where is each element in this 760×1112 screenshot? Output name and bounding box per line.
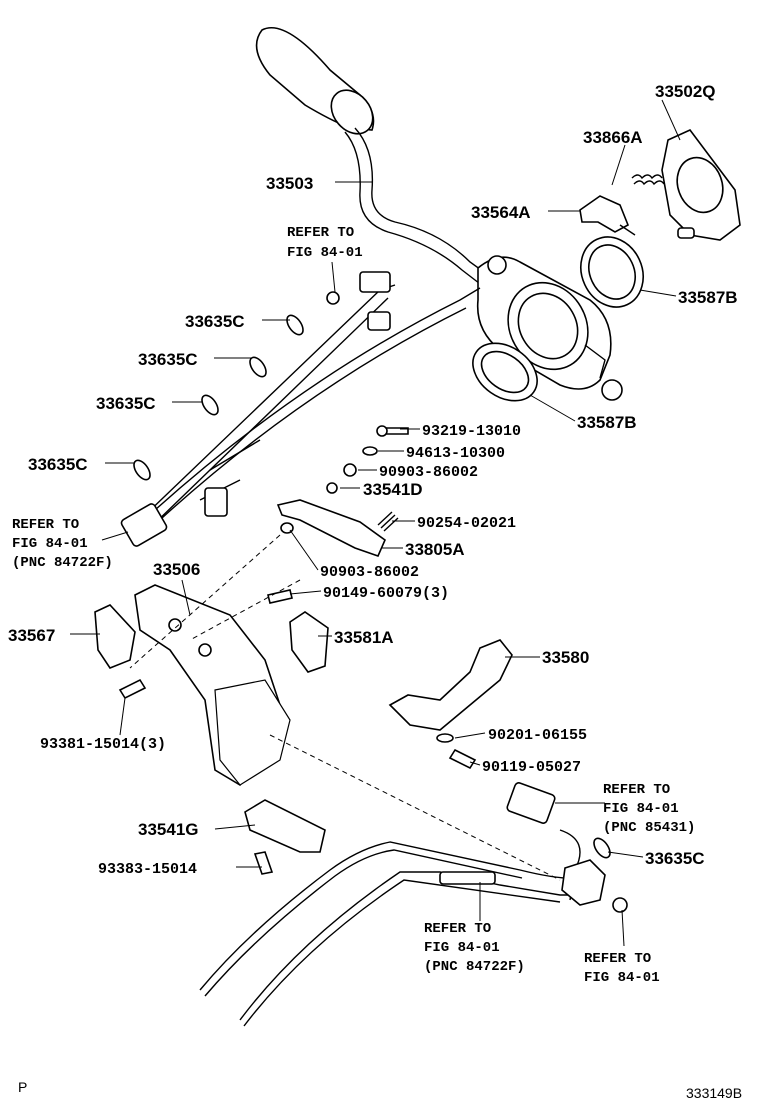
ring-33587b-lower [472,342,538,402]
label-33567: 33567 [8,626,55,645]
refer-note-4-line1: REFER TO [424,921,491,937]
label-33635c-5: 33635C [645,849,705,868]
label-33541g: 33541G [138,820,199,839]
small-hardware [276,425,409,557]
label-33866a: 33866A [583,128,643,147]
label-33635c-4: 33635C [28,455,88,474]
lower-left-connector [120,487,228,547]
part-labels: 33503 33502Q 33866A 33564A 33587B 33587B… [8,82,738,878]
lever-handle-part [255,26,496,291]
label-33635c-2: 33635C [138,350,198,369]
label-33541d: 33541D [363,480,423,499]
label-93219-13010: 93219-13010 [422,423,521,440]
label-33502q: 33502Q [655,82,716,101]
part-33567 [94,604,136,669]
label-33503: 33503 [266,174,313,193]
label-94613-10300: 94613-10300 [406,445,505,462]
refer-notes: REFER TO FIG 84-01 REFER TO FIG 84-01 (P… [12,225,695,986]
refer-note-3-line1: REFER TO [603,782,670,798]
part-33541g [244,799,326,853]
refer-note-5-line2: FIG 84-01 [584,970,660,986]
clip-33635c-group [133,314,611,859]
figure-code: 333149B [686,1085,742,1101]
leader-lines [70,99,681,947]
label-33587b-upper: 33587B [678,288,738,307]
base-33506 [134,584,291,787]
right-connector [506,782,628,913]
label-33635c-3: 33635C [96,394,156,413]
refer-note-4-line2: FIG 84-01 [424,940,500,956]
label-90903-86002-b: 90903-86002 [320,564,419,581]
dashed-guides [129,534,561,881]
label-33587b-lower: 33587B [577,413,637,432]
refer-note-1-line1: REFER TO [287,225,354,241]
refer-note-2-line2: FIG 84-01 [12,536,88,552]
part-33580 [388,639,513,731]
refer-note-2-line1: REFER TO [12,517,79,533]
lower-cables [199,829,590,1027]
label-33580: 33580 [542,648,589,667]
refer-note-5-line1: REFER TO [584,951,651,967]
label-90254-02021: 90254-02021 [417,515,516,532]
label-33564a: 33564A [471,203,531,222]
label-93383-15014: 93383-15014 [98,861,197,878]
part-33581a [289,611,329,673]
label-90119-05027: 90119-05027 [482,759,581,776]
spring-33866a [631,174,665,186]
label-90149-60079: 90149-60079(3) [323,585,449,602]
label-33635c-1: 33635C [185,312,245,331]
label-90903-86002-a: 90903-86002 [379,464,478,481]
label-90201-06155: 90201-06155 [488,727,587,744]
upper-connector [326,271,391,331]
corner-mark: P [18,1079,27,1095]
label-33506: 33506 [153,560,200,579]
refer-note-2-line3: (PNC 84722F) [12,555,113,571]
bolts [118,589,477,875]
cover-33502q [661,129,741,241]
label-33805a: 33805A [405,540,465,559]
ring-33587b-upper [580,236,644,308]
label-93381-15014: 93381-15014(3) [40,736,166,753]
refer-note-1-line2: FIG 84-01 [287,245,363,261]
pawl-33564a [579,195,636,236]
refer-note-4-line3: (PNC 84722F) [424,959,525,975]
label-33581a: 33581A [334,628,394,647]
refer-note-3-line2: FIG 84-01 [603,801,679,817]
refer-note-3-line3: (PNC 85431) [603,820,695,836]
